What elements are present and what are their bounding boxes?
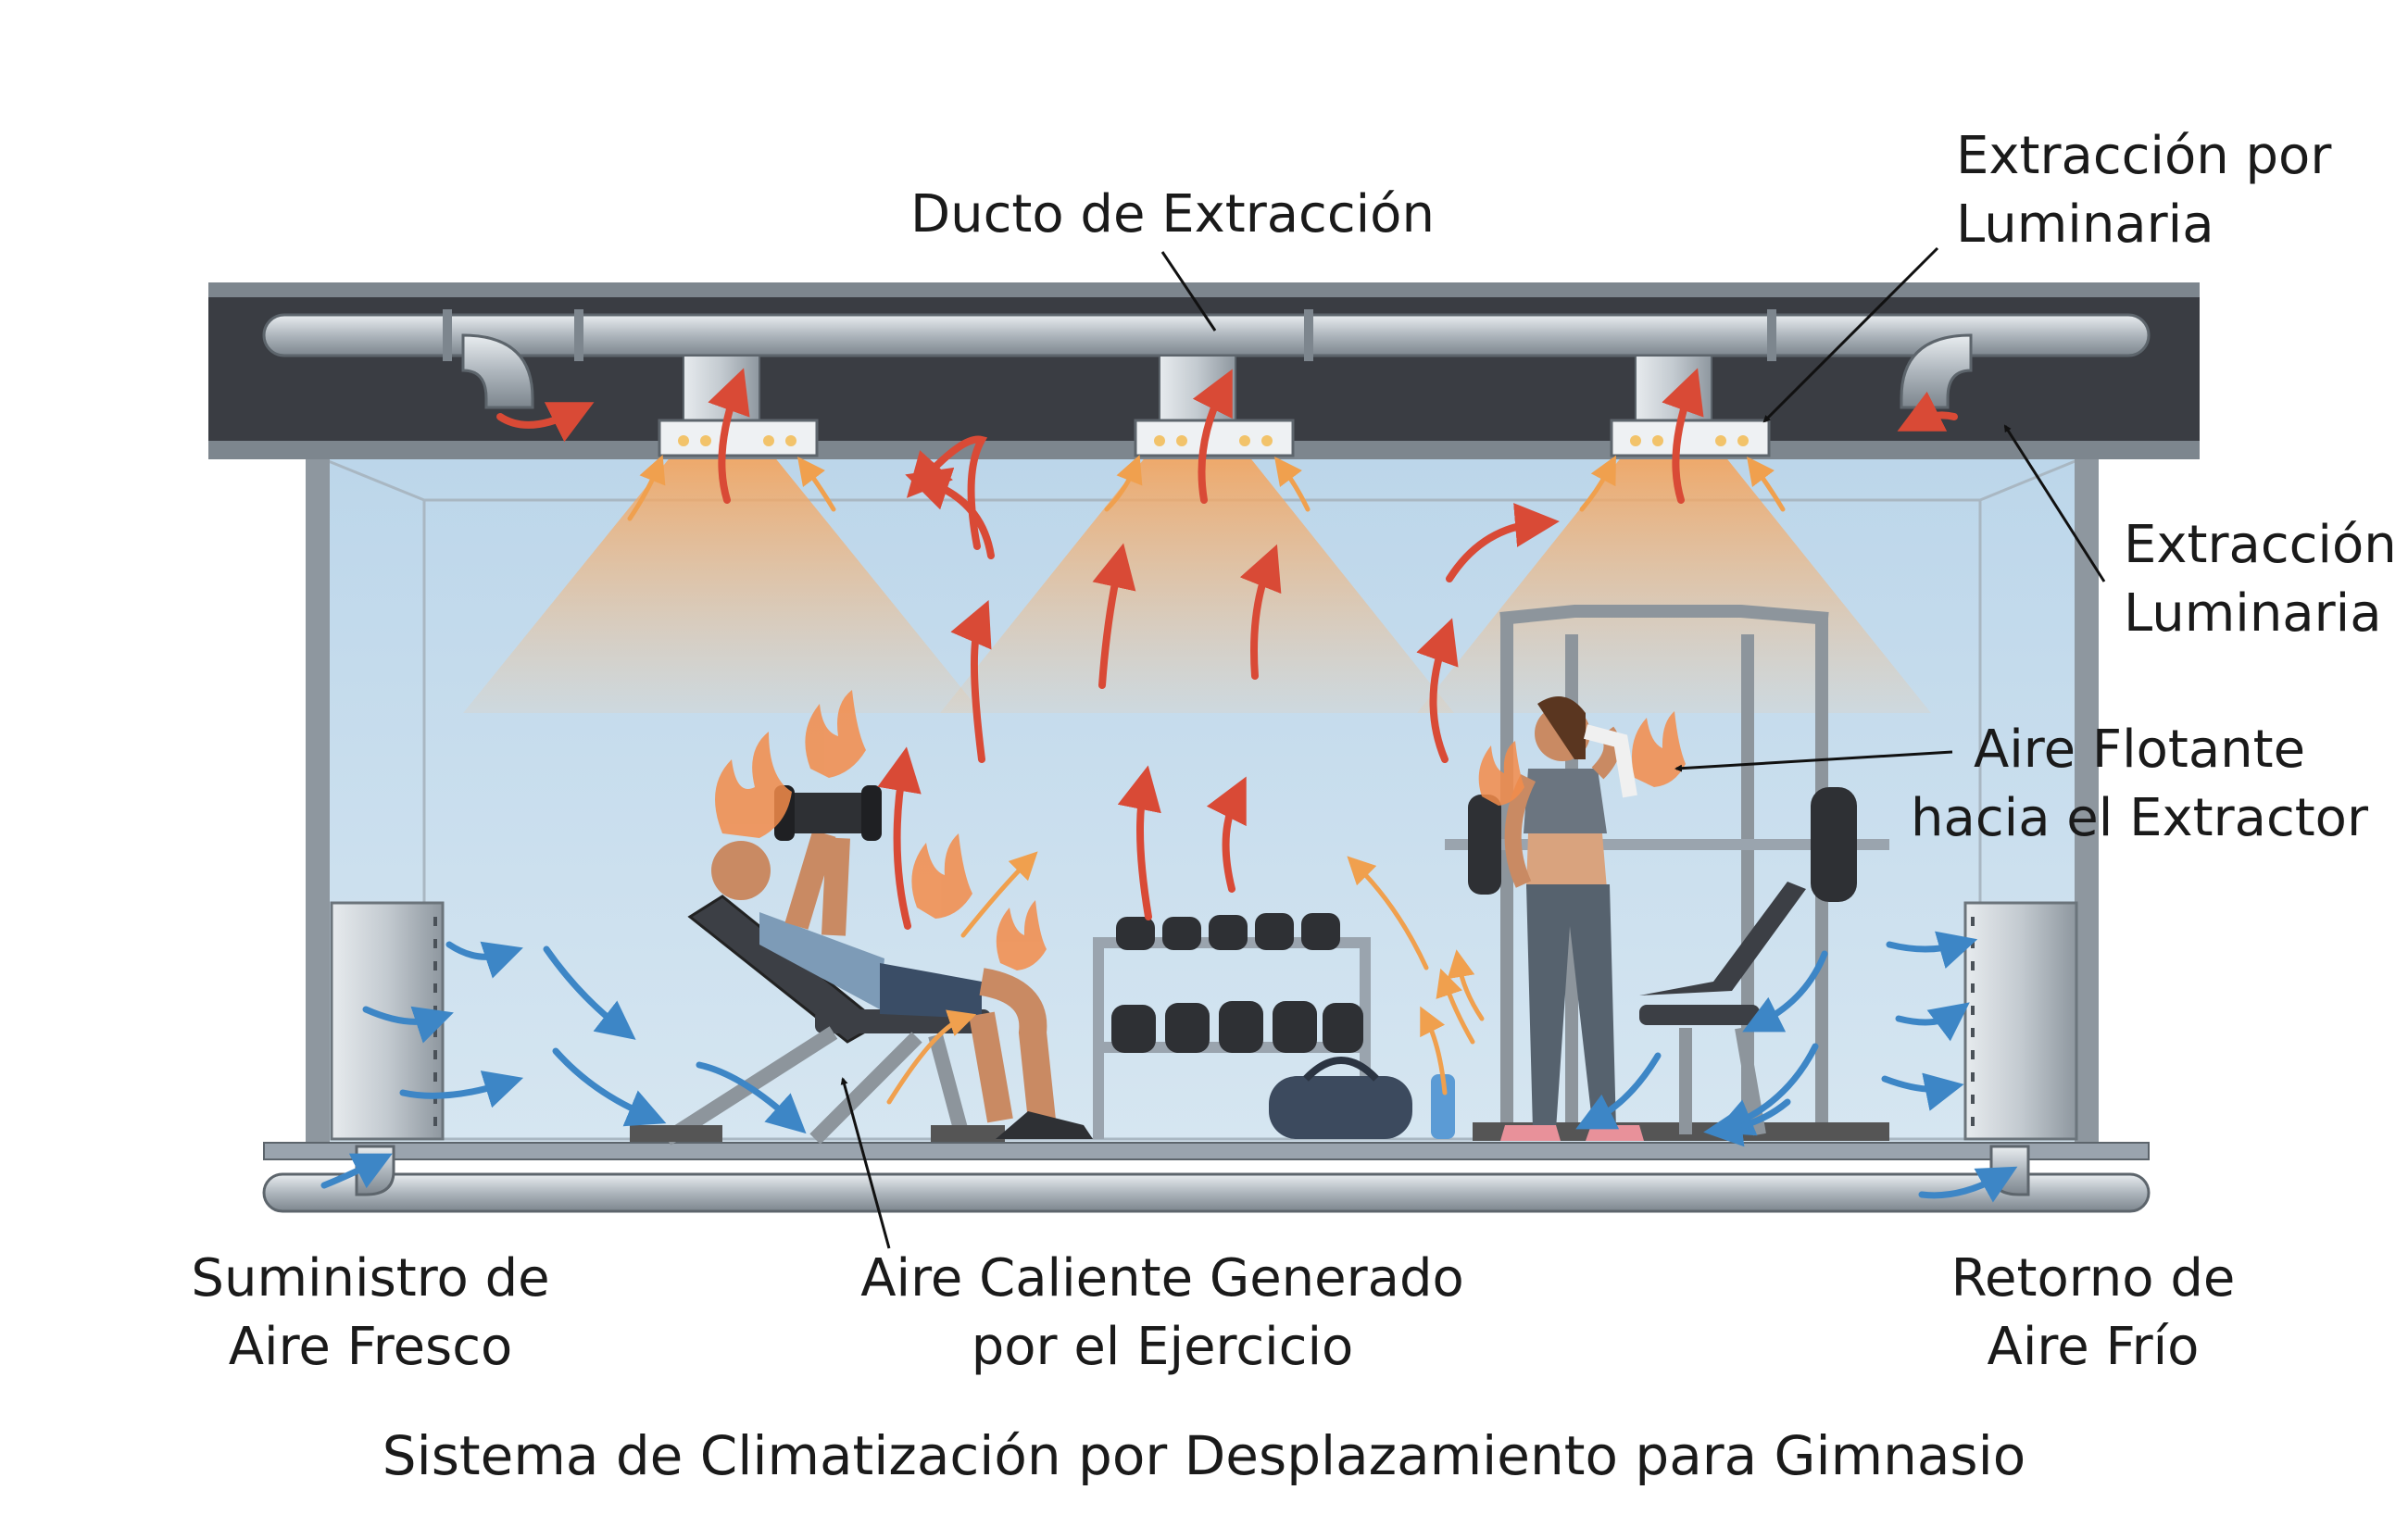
- light-cone-3: [1417, 456, 1931, 713]
- figure-caption: Sistema de Climatización por Desplazamie…: [382, 1424, 2026, 1487]
- warm-air-arrows: [496, 368, 1958, 930]
- label-aire-caliente-line2: por el Ejercicio: [971, 1317, 1354, 1377]
- label-aire-flotante-line2: hacia el Extractor: [1911, 788, 2368, 848]
- label-retorno-line1: Retorno de: [1950, 1248, 2236, 1308]
- woman-figure: [1500, 696, 1644, 1141]
- cool-air-arrows: [320, 931, 2018, 1203]
- label-retorno: Retorno de Aire Frío: [1852, 1245, 2334, 1382]
- label-ducto-extraccion-text: Ducto de Extracción: [910, 184, 1435, 244]
- return-vent-right: [1963, 901, 2078, 1141]
- floor-slab: [263, 1142, 2150, 1160]
- flat-bench: [1639, 882, 1806, 1136]
- light-cone-1: [463, 456, 982, 713]
- label-extraccion-por-luminaria: Extracción por Luminaria: [1956, 122, 2331, 259]
- light-cone-2: [940, 456, 1454, 713]
- rising-heat-arrows: [627, 455, 1786, 1105]
- water-bottle: [1431, 1074, 1455, 1139]
- heat-flames: [715, 690, 1686, 970]
- label-extraccion-por-luminaria-line2: Luminaria: [1956, 194, 2214, 255]
- leader-lines: [840, 246, 2106, 1249]
- label-suministro-line2: Aire Fresco: [228, 1317, 513, 1377]
- label-aire-caliente: Aire Caliente Generado por el Ejercicio: [820, 1245, 1505, 1382]
- luminaire-1: [658, 419, 819, 457]
- label-aire-flotante-line1: Aire Flotante: [1973, 720, 2306, 780]
- label-extraccion-luminaria-line1: Extracción: [2124, 515, 2397, 575]
- label-extraccion-luminaria-line2: Luminaria: [2124, 583, 2382, 644]
- luminaire-2: [1134, 419, 1295, 457]
- label-aire-flotante: Aire Flotante hacia el Extractor: [1899, 716, 2380, 853]
- label-suministro: Suministro de Aire Fresco: [130, 1245, 611, 1382]
- label-retorno-line2: Aire Frío: [1987, 1317, 2200, 1377]
- label-aire-caliente-line1: Aire Caliente Generado: [860, 1248, 1464, 1308]
- dumbbell-rack: [1093, 913, 1371, 1139]
- label-extraccion-luminaria: Extracción Luminaria: [2124, 511, 2397, 648]
- gym-bag: [1269, 1057, 1412, 1139]
- label-ducto-extraccion: Ducto de Extracción: [910, 181, 1435, 249]
- man-figure: [711, 785, 1093, 1139]
- label-suministro-line1: Suministro de: [191, 1248, 550, 1308]
- label-extraccion-por-luminaria-line1: Extracción por: [1956, 126, 2332, 186]
- floor-supply-pipe: [262, 1172, 2151, 1213]
- luminaire-3: [1610, 419, 1771, 457]
